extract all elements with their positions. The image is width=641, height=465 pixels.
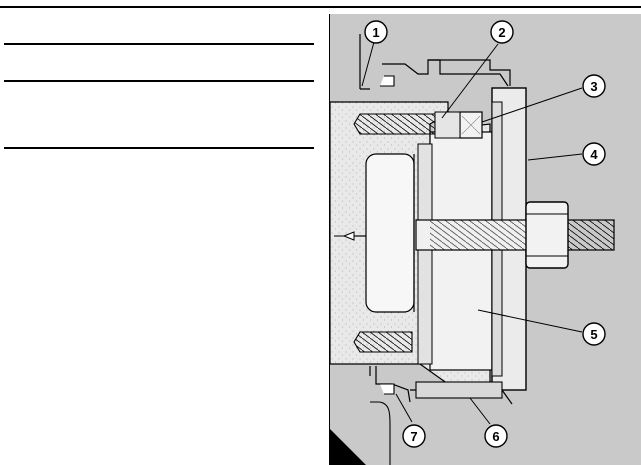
svg-text:2: 2 xyxy=(498,25,505,40)
lower-seal xyxy=(380,383,395,395)
leader-4 xyxy=(527,153,583,161)
inner-cavity xyxy=(365,153,415,313)
svg-text:7: 7 xyxy=(410,429,417,444)
leader-6 xyxy=(469,397,491,425)
lower-bolt xyxy=(353,331,413,353)
svg-text:3: 3 xyxy=(590,79,597,94)
callout-2: 2 xyxy=(490,20,514,44)
upper-seal xyxy=(380,75,395,87)
lower-housing-edge xyxy=(370,401,391,465)
svg-text:4: 4 xyxy=(590,147,598,162)
leader-3 xyxy=(481,87,583,123)
corner-mark xyxy=(330,429,366,465)
leader-2 xyxy=(441,43,499,119)
left-rule-1 xyxy=(4,43,314,45)
callout-1: 1 xyxy=(364,20,388,44)
screw-thread-end xyxy=(563,219,615,251)
svg-text:1: 1 xyxy=(372,25,379,40)
callout-3: 3 xyxy=(582,74,606,98)
forcing-nut xyxy=(525,201,569,269)
top-rule xyxy=(0,6,641,8)
puller-diagram: 1 2 3 4 5 6 7 xyxy=(329,14,641,465)
leader-7 xyxy=(395,393,413,423)
puller-plate-shadow xyxy=(417,143,433,365)
callout-5: 5 xyxy=(582,322,606,346)
svg-text:6: 6 xyxy=(492,429,499,444)
upper-flange xyxy=(428,59,511,86)
seal-ring xyxy=(415,381,503,399)
upper-bolt xyxy=(353,113,436,135)
callout-4: 4 xyxy=(582,142,606,166)
leader-5 xyxy=(477,309,583,333)
leader-1 xyxy=(361,41,375,87)
callout-6: 6 xyxy=(484,424,508,448)
upper-bolt-sleeve xyxy=(434,111,461,139)
svg-text:5: 5 xyxy=(590,327,597,342)
puller-plate xyxy=(429,131,493,371)
left-rule-2 xyxy=(4,80,314,82)
callout-7: 7 xyxy=(402,424,426,448)
left-rule-3 xyxy=(4,147,314,149)
